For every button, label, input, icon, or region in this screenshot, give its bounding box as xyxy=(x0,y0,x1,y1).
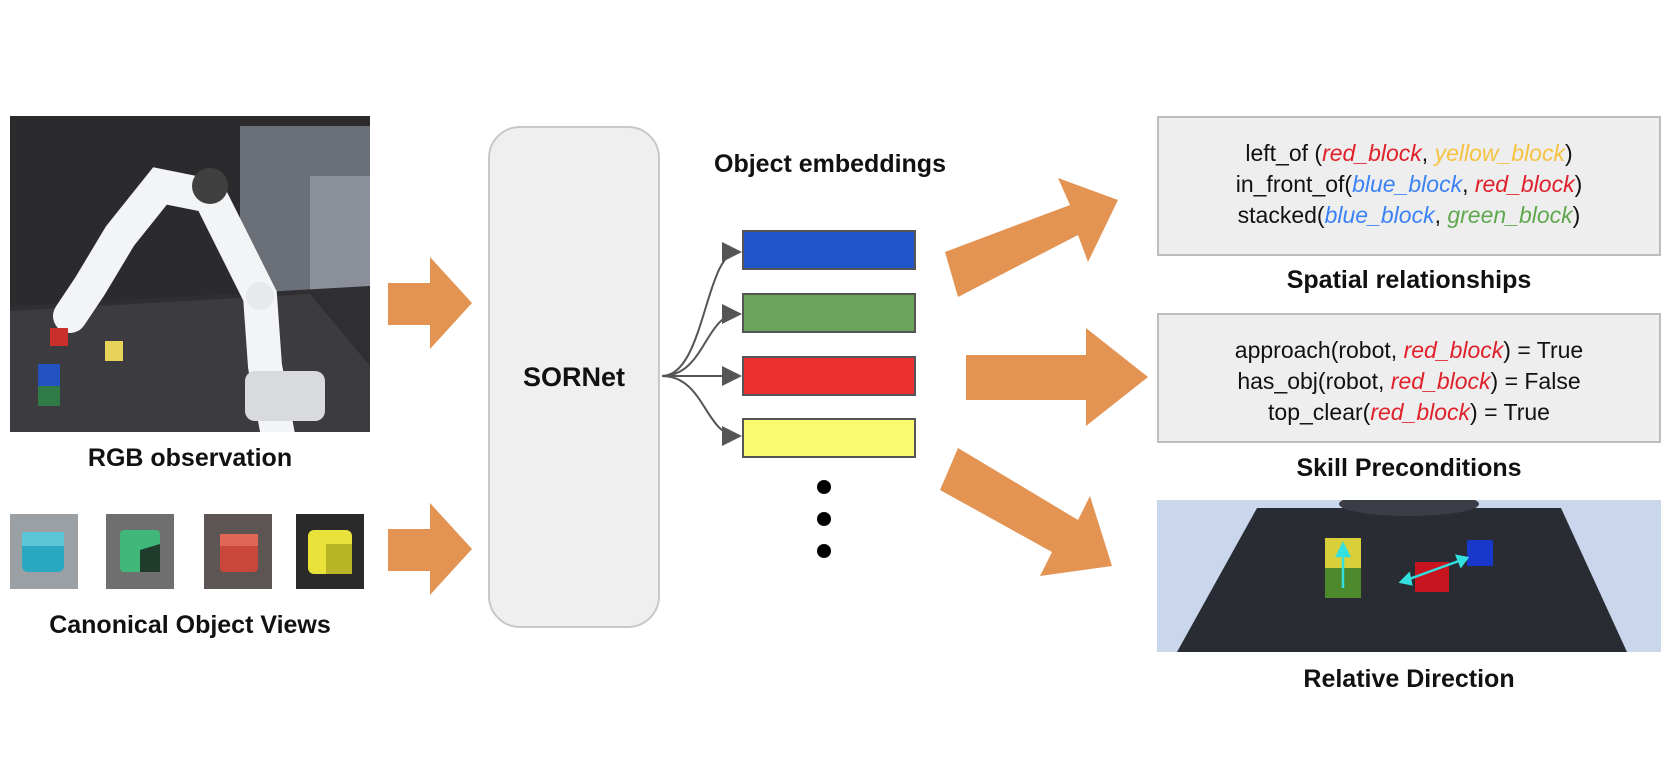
canonical-view-red xyxy=(204,514,272,589)
embedding-yellow xyxy=(742,418,916,458)
spatial-line: in_front_of(blue_block, red_block) xyxy=(1235,171,1583,197)
precondition-line: approach(robot, red_block) = True xyxy=(1234,337,1584,363)
input-arrow-rgb xyxy=(388,257,472,349)
object-name: red_block xyxy=(1474,171,1575,197)
output-arrow-spatial xyxy=(945,178,1118,297)
spatial-line: stacked(blue_block, green_block) xyxy=(1237,202,1581,228)
canonical-view-cyan xyxy=(10,514,78,589)
sornet-label: SORNet xyxy=(522,362,625,392)
object-name: red_block xyxy=(1390,368,1491,394)
skill-preconditions-box: approach(robot, red_block) = True has_ob… xyxy=(1157,313,1661,443)
canonical-views-caption: Canonical Object Views xyxy=(49,611,331,639)
connector-yellow xyxy=(661,375,742,446)
canonical-view-yellow xyxy=(296,514,364,589)
rgb-observation-caption: RGB observation xyxy=(87,444,293,472)
object-name: green_block xyxy=(1447,202,1573,228)
spatial-relationships-box: left_of (red_block, yellow_block) in_fro… xyxy=(1157,116,1661,256)
input-arrow-views xyxy=(388,503,472,595)
ellipsis-dot xyxy=(817,512,831,526)
object-name: red_block xyxy=(1403,337,1504,363)
embedding-green xyxy=(742,293,916,333)
embedding-red xyxy=(742,356,916,396)
output-arrow-direction xyxy=(940,448,1112,576)
precondition-line: top_clear(red_block) = True xyxy=(1268,399,1550,425)
spatial-relationships-caption: Spatial relationships xyxy=(1286,266,1532,294)
ellipsis-dot xyxy=(817,544,831,558)
spatial-line: left_of (red_block, yellow_block) xyxy=(1245,140,1573,166)
relative-direction-image xyxy=(1157,500,1661,652)
skill-preconditions-caption: Skill Preconditions xyxy=(1296,454,1522,482)
object-name: blue_block xyxy=(1324,202,1435,228)
sornet-block xyxy=(488,126,660,628)
object-name: red_block xyxy=(1370,399,1471,425)
object-embeddings-caption: Object embeddings xyxy=(714,150,946,178)
connector-green xyxy=(661,304,742,377)
connector-blue xyxy=(661,242,742,377)
precondition-line: has_obj(robot, red_block) = False xyxy=(1237,368,1581,394)
rgb-observation-image xyxy=(10,116,370,432)
embedding-blue xyxy=(742,230,916,270)
output-arrow-preconditions xyxy=(966,328,1148,426)
object-name: yellow_block xyxy=(1434,140,1565,166)
ellipsis-dot xyxy=(817,480,831,494)
object-name: red_block xyxy=(1322,140,1422,166)
object-name: blue_block xyxy=(1352,171,1463,197)
relative-direction-caption: Relative Direction xyxy=(1303,665,1515,693)
canonical-view-green xyxy=(106,514,174,589)
